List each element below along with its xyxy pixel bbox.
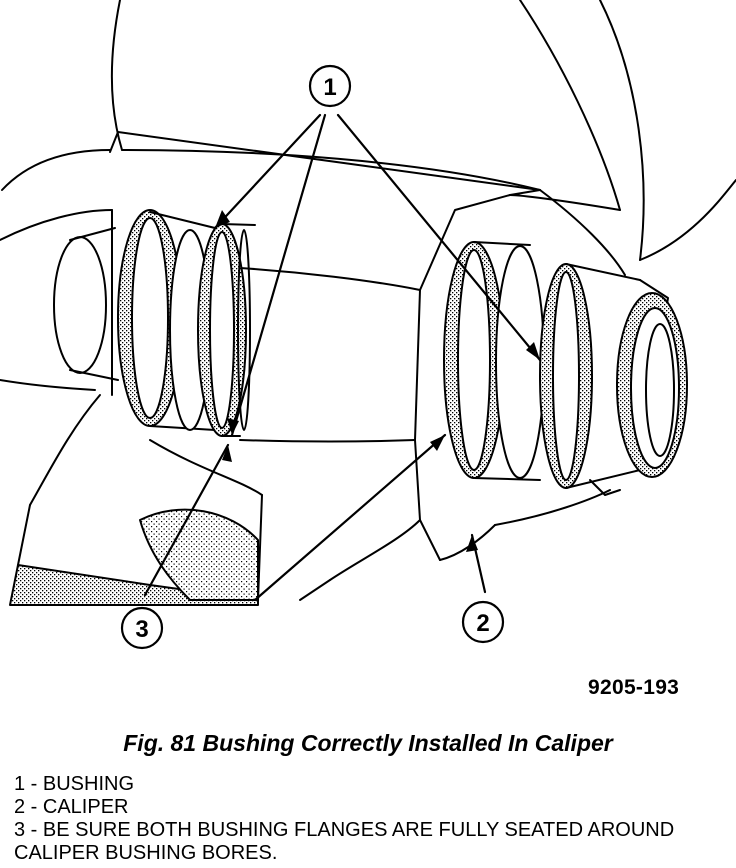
caliper-bushing-illustration: 1 2 3	[0, 0, 736, 650]
callout-3-label: 3	[135, 616, 148, 643]
left-bushing	[53, 209, 256, 437]
right-bushing	[443, 241, 688, 496]
callout-1-label: 1	[323, 74, 336, 101]
callout-2: 2	[461, 600, 505, 644]
legend: 1 - BUSHING 2 - CALIPER 3 - BE SURE BOTH…	[14, 773, 730, 865]
callout-3: 3	[120, 606, 164, 650]
legend-item-bushing: 1 - BUSHING	[14, 773, 135, 795]
caliper-body	[17, 131, 621, 601]
arrow-heads	[215, 210, 540, 552]
callout-1: 1	[308, 64, 352, 108]
legend-item-flange-note: 3 - BE SURE BOTH BUSHING FLANGES ARE FUL…	[14, 819, 675, 864]
legend-item-caliper: 2 - CALIPER	[14, 796, 129, 818]
figure-code: 9205-193	[588, 676, 680, 699]
caliper-mount-shading	[139, 508, 259, 601]
figure-caption: Fig. 81 Bushing Correctly Installed In C…	[123, 730, 613, 756]
callout-2-label: 2	[476, 610, 489, 637]
leader-lines	[143, 113, 542, 602]
